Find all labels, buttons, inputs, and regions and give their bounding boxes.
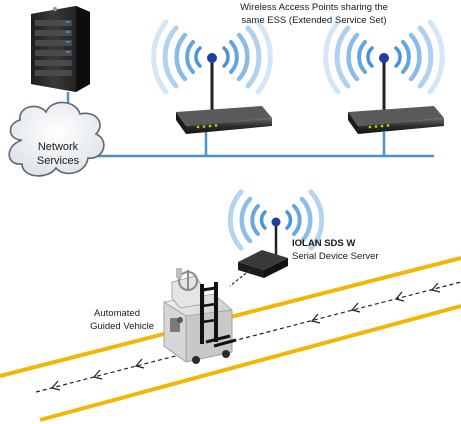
router-icon xyxy=(348,106,444,134)
agv-label-line1: Automated xyxy=(94,308,140,319)
antenna-tip xyxy=(379,53,389,63)
agv-label-line2: Guided Vehicle xyxy=(90,321,154,332)
device-label-line1: IOLAN SDS W xyxy=(292,238,355,249)
device-box-icon xyxy=(238,250,288,278)
antenna-tip xyxy=(207,53,217,63)
serial-device-server xyxy=(227,189,325,287)
access-points-label-line2: same ESS (Extended Service Set) xyxy=(241,15,386,26)
track-rail-lower xyxy=(39,304,461,422)
wifi-signal-icon xyxy=(151,19,273,95)
server-tower-icon xyxy=(31,6,90,92)
access-point-2 xyxy=(323,19,445,134)
network-services-cloud: Network Services xyxy=(8,101,105,177)
access-points-label-line1: Wireless Access Points sharing the xyxy=(240,2,388,13)
wifi-signal-icon xyxy=(227,189,325,251)
router-icon xyxy=(176,106,272,134)
device-label-line2: Serial Device Server xyxy=(292,251,379,262)
wifi-signal-icon xyxy=(323,19,445,95)
direction-arrows xyxy=(50,282,441,391)
network-services-label-line2: Services xyxy=(37,155,80,167)
antenna-tip xyxy=(271,217,281,227)
serial-cable xyxy=(229,269,251,287)
access-point-1 xyxy=(151,19,273,134)
guide-path xyxy=(35,281,461,393)
agv-vehicle-icon xyxy=(163,268,237,364)
network-services-label-line1: Network xyxy=(38,141,79,153)
